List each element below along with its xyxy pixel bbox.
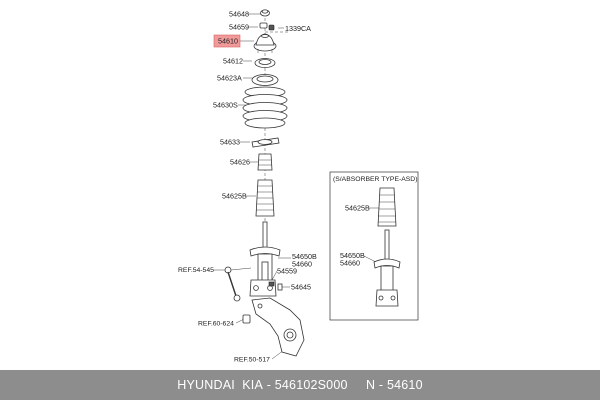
footer-sep: - — [263, 378, 275, 392]
part-labels: 54648 54659 1339CA 54610 54612 54623A 54… — [178, 10, 317, 364]
label-54650b: 54650B — [292, 252, 317, 261]
label-54633: 54633 — [220, 138, 240, 147]
label-54645: 54645 — [291, 283, 311, 292]
leader-lines — [213, 13, 380, 360]
label-54648: 54648 — [229, 10, 249, 19]
inset-dust-boot — [377, 187, 397, 227]
footer-brand: HYUNDAI KIA — [177, 378, 264, 392]
inset-label-54625b: 54625B — [345, 204, 370, 213]
label-54612: 54612 — [223, 57, 243, 66]
strut-mount-54610 — [253, 33, 277, 53]
label-54630s: 54630S — [213, 101, 238, 110]
label-ref-60-624: REF.60-624 — [198, 321, 234, 328]
bump-stopper-54626 — [257, 153, 273, 171]
footer-ref-prefix: N — [366, 378, 376, 392]
label-ref-50-517: REF.50-517 — [234, 357, 270, 364]
label-54610: 54610 — [218, 37, 238, 46]
inset-panel: (S/ABSORBER TYPE-ASD) 54625B 54650B 5466… — [329, 171, 419, 321]
label-54660: 54660 — [292, 260, 312, 269]
bearing-54612 — [254, 58, 276, 68]
stabilizer-link — [224, 266, 252, 302]
label-54623a: 54623A — [217, 74, 242, 83]
footer-bar: HYUNDAI KIA - 546102S000 N - 54610 — [0, 370, 600, 400]
nut-54659 — [259, 22, 268, 29]
coil-spring-54630s — [242, 86, 288, 129]
label-ref-54-545: REF.54-545 — [178, 267, 214, 274]
strut-assembly-diagram: 54648 54659 1339CA 54610 54612 54623A 54… — [178, 9, 419, 364]
dust-boot-54625b — [255, 179, 275, 217]
bolt-54645 — [277, 283, 283, 291]
shock-absorber-54650b — [249, 221, 281, 297]
footer-gap — [348, 378, 366, 392]
inset-frame — [329, 171, 419, 321]
spring-seat-54623a — [251, 74, 279, 86]
label-54625b: 54625B — [222, 192, 247, 201]
inset-label-54650b: 54650B — [340, 251, 365, 260]
footer-ref-number: 54610 — [386, 378, 423, 392]
label-54626: 54626 — [230, 158, 250, 167]
spring-pad-54633 — [251, 137, 280, 148]
footer-part-number: 546102S000 — [274, 378, 348, 392]
highlight-box-54610 — [213, 34, 241, 48]
nut-1339ca — [268, 24, 275, 31]
footer-sep-2: - — [375, 378, 387, 392]
inset-shock-absorber — [373, 229, 401, 307]
steering-knuckle — [251, 297, 305, 357]
label-1339ca: 1339CA — [285, 24, 311, 33]
inset-title: (S/ABSORBER TYPE-ASD) — [333, 176, 417, 183]
label-54559: 54559 — [277, 267, 297, 276]
bolt-54559 — [268, 281, 275, 287]
hub-part-60-624 — [242, 314, 251, 324]
inset-label-54660: 54660 — [340, 259, 360, 268]
dust-cap-54648 — [260, 9, 270, 17]
label-54659: 54659 — [229, 23, 249, 32]
